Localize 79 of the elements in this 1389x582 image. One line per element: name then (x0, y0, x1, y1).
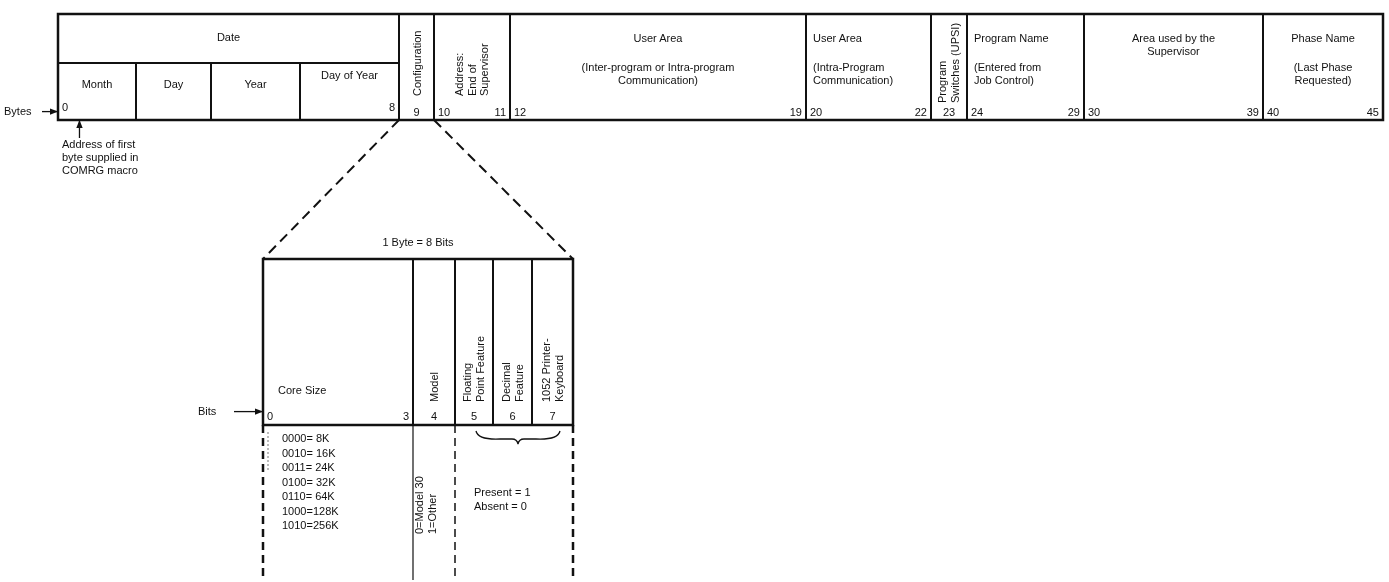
offset-number: 39 (1246, 106, 1259, 120)
field-label: Decimal Feature (499, 361, 526, 402)
offset-number: 8 (388, 101, 395, 115)
field-cell (510, 14, 806, 120)
bit-value-note: 1=Other (426, 492, 440, 534)
offset-number: 10 (438, 106, 451, 120)
caption-text: 1 Byte = 8 Bits (381, 236, 455, 250)
field-label: Address: End of Supervisor (453, 42, 491, 96)
field-label: (Entered from Job Control) (974, 61, 1043, 88)
value-note: 1000=128K (282, 504, 339, 518)
field-label: Day (162, 78, 185, 92)
field-cell (455, 259, 493, 425)
field-label: Year (243, 78, 268, 92)
field-cell (136, 63, 211, 120)
offset-number: 9 (412, 106, 421, 120)
field-label: Core Size (278, 384, 328, 398)
field-cell (211, 63, 300, 120)
field-label: (Last Phase Requested) (1292, 61, 1354, 88)
field-label: Day of Year (320, 69, 379, 83)
offset-number: 4 (429, 410, 439, 424)
field-label: User Area (813, 32, 862, 46)
value-note: 0010= 16K (282, 446, 336, 460)
field-label: Floating Point Feature (461, 335, 487, 402)
value-note: Present = 1 (474, 486, 531, 500)
arrow (41, 108, 59, 115)
offset-number: 45 (1366, 106, 1379, 120)
field-label: (Intra-Program Communication) (813, 61, 895, 88)
offset-number: 12 (514, 106, 527, 120)
offset-number: 7 (548, 410, 557, 424)
arrow (233, 408, 264, 415)
field-cell (493, 259, 532, 425)
field-label: 1052 Printer-Keyboard (539, 337, 566, 402)
field-label: Program Name (974, 32, 1049, 46)
field-label: Date (215, 31, 242, 45)
field-cell (967, 14, 1084, 120)
offset-number: 30 (1088, 106, 1101, 120)
field-label: Phase Name (1290, 32, 1356, 46)
offset-number: 20 (810, 106, 823, 120)
field-label: Configuration (410, 29, 423, 96)
field-cell (434, 14, 510, 120)
field-cell (58, 63, 136, 120)
expansion-line (262, 119, 400, 260)
value-note: 1010=256K (282, 519, 339, 533)
axis-label: Bits (198, 405, 232, 419)
offset-number: 40 (1267, 106, 1280, 120)
axis-label: Bytes (4, 105, 40, 119)
field-cell (1084, 14, 1263, 120)
offset-number: 29 (1067, 106, 1080, 120)
offset-number: 24 (971, 106, 984, 120)
field-cell (413, 259, 455, 425)
field-cell (806, 14, 931, 120)
field-label: (Inter-program or Intra-program Communication) (580, 61, 736, 88)
field-cell (931, 14, 967, 120)
expansion-line (433, 119, 574, 260)
bit-value-note: 0=Model 30 (413, 475, 427, 534)
field-cell (399, 14, 434, 120)
field-label: Month (80, 78, 114, 92)
field-cell (58, 14, 399, 63)
offset-number: 5 (469, 410, 479, 424)
value-note: 0100= 32K (282, 475, 336, 489)
arrow (76, 119, 83, 139)
field-label: Area used by the Supervisor (1130, 32, 1217, 59)
offset-number: 23 (941, 106, 957, 120)
offset-number: 11 (494, 106, 506, 120)
offset-number: 6 (508, 410, 517, 424)
offset-number: 19 (789, 106, 802, 120)
value-note: 0000= 8K (282, 432, 330, 446)
annotation-text: Address of first byte supplied in COMRG macro (62, 138, 154, 178)
offset-number: 3 (402, 410, 409, 424)
value-note: Absent = 0 (474, 500, 527, 514)
value-note: 0110= 64K (282, 490, 335, 504)
offset-number: 0 (62, 101, 69, 115)
offset-number: 22 (914, 106, 927, 120)
field-cell (300, 63, 399, 120)
field-label: Model (427, 371, 441, 402)
field-label: User Area (632, 32, 684, 46)
value-note: 0011= 24K (282, 461, 335, 475)
offset-number: 0 (267, 410, 274, 424)
field-label: Program Switches (UPSI) (936, 21, 962, 103)
